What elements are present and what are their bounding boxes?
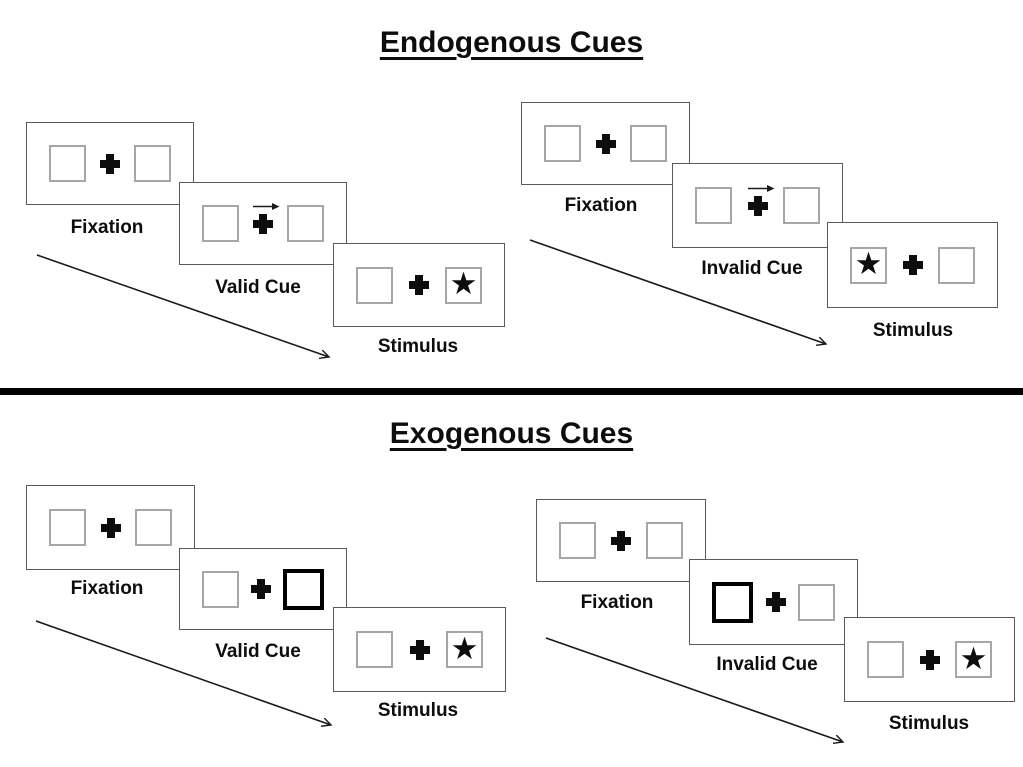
panel-label: Fixation: [70, 578, 144, 599]
panel-label: Fixation: [70, 217, 144, 238]
left-box: [202, 570, 239, 608]
right-arrow-icon: [747, 184, 774, 192]
panel-label: Stimulus: [377, 336, 459, 357]
stimulus-panel: ★: [827, 222, 998, 308]
fixation-cross-icon: [409, 639, 430, 660]
timeline-arrow: [36, 254, 342, 366]
fixation-cross-icon: [747, 195, 768, 216]
fixation-cross-icon: [253, 213, 273, 234]
fixation-cross-icon: [100, 153, 120, 174]
left-box: [559, 522, 596, 559]
left-box: [49, 509, 86, 546]
fixation-cross-icon: [251, 579, 271, 599]
fixation-cross-icon: [919, 649, 940, 670]
stimulus-panel: ★: [844, 617, 1015, 702]
valid-cue-panel: [179, 182, 347, 265]
star-stimulus: ★: [959, 640, 988, 676]
panel-label: Invalid Cue: [701, 258, 803, 279]
fixation-panel: [26, 122, 194, 205]
timeline-arrow: [545, 637, 855, 751]
left-box: [695, 187, 732, 224]
section-title-exogenous: Exogenous Cues: [389, 417, 634, 450]
right-box: [630, 125, 667, 162]
left-box: [356, 631, 393, 668]
left-box: ★: [850, 246, 887, 284]
fixation-panel: [26, 485, 195, 570]
right-box: ★: [445, 266, 482, 304]
right-box: [134, 145, 171, 182]
left-box: [544, 125, 581, 162]
fixation-panel: [521, 102, 690, 185]
left-box: [49, 145, 86, 182]
fixation-panel: [536, 499, 706, 582]
fixation-cross-icon: [611, 530, 631, 551]
right-box: [287, 205, 324, 242]
panel-label: Stimulus: [888, 713, 970, 734]
invalid-cue-panel: [672, 163, 843, 248]
panel-label: Invalid Cue: [716, 654, 818, 675]
panel-label: Valid Cue: [215, 641, 301, 662]
stimulus-panel: ★: [333, 607, 506, 692]
valid-cue-panel: [179, 548, 347, 630]
left-box: [356, 266, 393, 304]
fixation-cross-icon: [595, 133, 616, 154]
invalid-cue-panel: [689, 559, 858, 645]
fixation-cross-icon: [100, 517, 121, 538]
right-box: [646, 522, 683, 559]
fixation-cross-icon: [409, 275, 429, 295]
section-divider: [0, 388, 1023, 395]
right-box: ★: [446, 631, 483, 668]
left-box: [867, 641, 904, 678]
timeline-arrow: [529, 239, 838, 353]
panel-label: Fixation: [564, 195, 638, 216]
section-title-endogenous: Endogenous Cues: [379, 26, 644, 59]
panel-label: Stimulus: [377, 700, 459, 721]
fixation-cross-icon: [765, 592, 786, 612]
fixation-cross-icon: [902, 255, 923, 275]
right-arrow-icon: [253, 202, 280, 210]
right-box: [938, 246, 975, 284]
right-box: [783, 187, 820, 224]
right-box: ★: [955, 641, 992, 678]
panel-label: Stimulus: [872, 320, 954, 341]
star-stimulus: ★: [854, 246, 883, 281]
panel-label: Valid Cue: [215, 277, 301, 298]
right-box: [798, 583, 835, 621]
star-stimulus: ★: [450, 630, 479, 666]
left-box-cue-highlight: [712, 581, 753, 623]
star-stimulus: ★: [449, 266, 478, 301]
stimulus-panel: ★: [333, 243, 505, 327]
timeline-arrow: [35, 620, 344, 734]
left-box: [202, 205, 239, 242]
panel-label: Fixation: [580, 592, 654, 613]
right-box: [135, 509, 172, 546]
right-box-cue-highlight: [283, 568, 324, 610]
